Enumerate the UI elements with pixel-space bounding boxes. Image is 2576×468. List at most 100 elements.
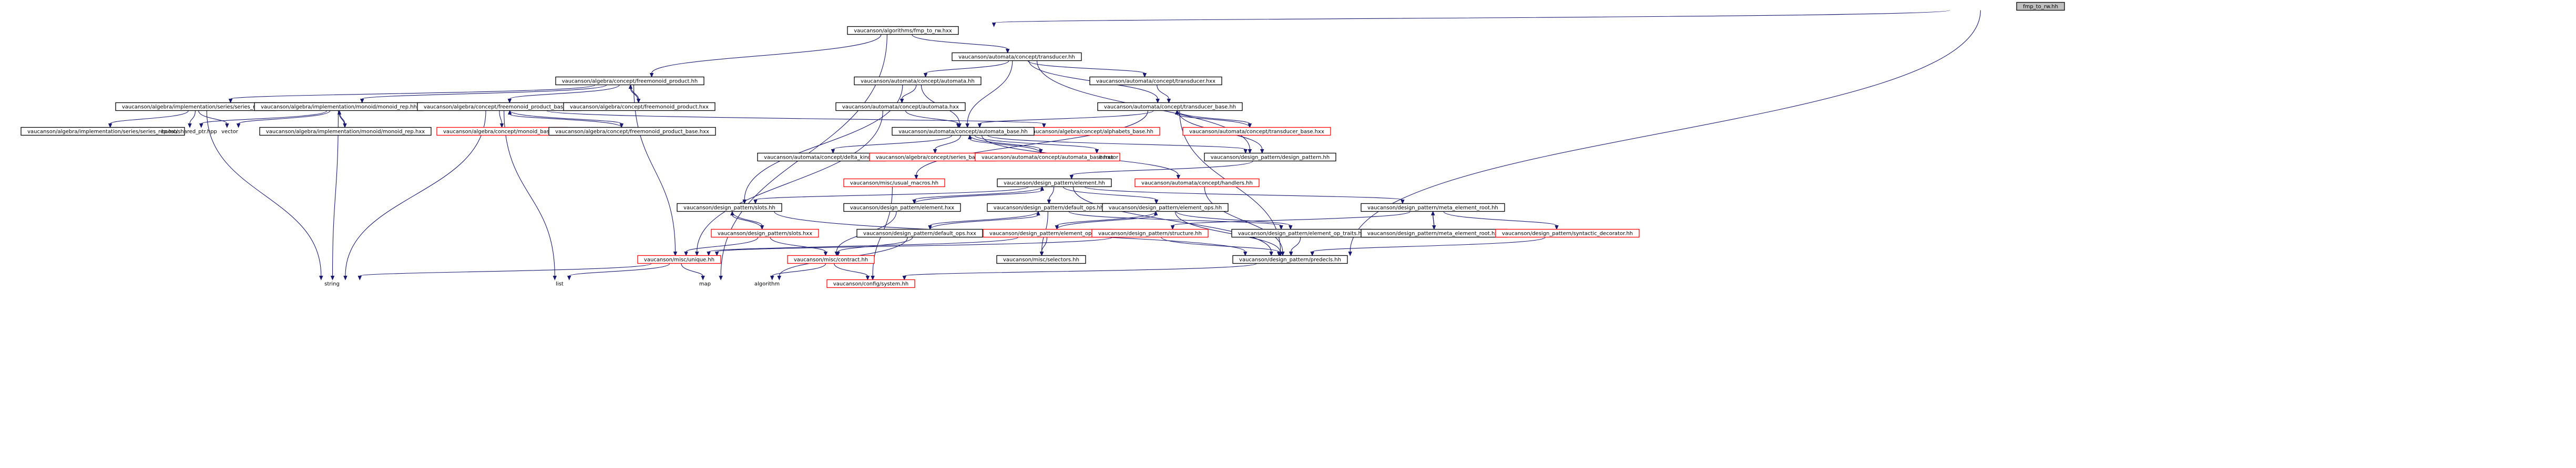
include-edge xyxy=(905,110,960,128)
file-node-vaucanson-misc-selectors-hh[interactable]: vaucanson/misc/selectors.hh xyxy=(996,255,1086,264)
file-node-vaucanson-design-pattern-predecls-hh[interactable]: vaucanson/design_pattern/predecls.hh xyxy=(1232,255,1348,264)
edge-arrowhead xyxy=(1260,149,1264,154)
file-node-vaucanson-misc-usual-macros-hh[interactable]: vaucanson/misc/usual_macros.hh xyxy=(843,178,945,188)
edge-arrowhead xyxy=(673,252,678,256)
file-node-vaucanson-algebra-concept-freemonoid-product-base-hxx[interactable]: vaucanson/algebra/concept/freemonoid_pro… xyxy=(548,127,716,136)
node-label: string xyxy=(324,282,340,287)
file-node-vaucanson-algebra-implementation-monoid-monoid-rep-hh[interactable]: vaucanson/algebra/implementation/monoid/… xyxy=(254,102,424,111)
file-node-vaucanson-design-pattern-structure-hh[interactable]: vaucanson/design_pattern/structure.hh xyxy=(1091,228,1209,238)
edge-arrowhead xyxy=(337,110,342,115)
edge-line xyxy=(935,135,961,150)
edge-line xyxy=(969,138,1041,153)
file-node-vaucanson-design-pattern-element-hxx[interactable]: vaucanson/design_pattern/element.hxx xyxy=(843,203,961,212)
file-node-vaucanson-design-pattern-element-hh[interactable]: vaucanson/design_pattern/element.hh xyxy=(997,178,1112,188)
file-node-vaucanson-algebra-implementation-series-series-rep-hh[interactable]: vaucanson/algebra/implementation/series/… xyxy=(115,102,277,111)
file-node-vaucanson-design-pattern-slots-hxx[interactable]: vaucanson/design_pattern/slots.hxx xyxy=(711,228,819,238)
node-box xyxy=(1204,152,1336,162)
include-edge xyxy=(1055,211,1157,230)
node-box xyxy=(637,255,721,264)
edge-line xyxy=(1027,60,1145,74)
edge-line xyxy=(967,60,1013,124)
include-edge xyxy=(199,110,328,128)
node-label: map xyxy=(699,282,711,287)
file-node-vaucanson-algebra-implementation-monoid-monoid-rep-hxx[interactable]: vaucanson/algebra/implementation/monoid/… xyxy=(259,127,432,136)
file-node-vaucanson-design-pattern-element-op-traits-hh[interactable]: vaucanson/design_pattern/element_op_trai… xyxy=(1231,228,1372,238)
edge-arrowhead xyxy=(199,123,203,128)
file-node-vaucanson-design-pattern-meta-element-root-hxx[interactable]: vaucanson/design_pattern/meta_element_ro… xyxy=(1361,228,1508,238)
edge-line xyxy=(1056,211,1157,226)
edge-line xyxy=(681,263,703,276)
node-label: vaucanson/algebra/concept/monoid_base.hh xyxy=(443,129,561,135)
file-node-vaucanson-algorithms-fmp-to-rw-hxx[interactable]: vaucanson/algorithms/fmp_to_rw.hxx xyxy=(847,26,959,35)
node-box xyxy=(835,102,966,111)
edge-arrowhead xyxy=(1095,149,1099,154)
node-box xyxy=(975,152,1120,162)
node-box xyxy=(563,102,715,111)
file-node-vaucanson-algebra-concept-alphabets-base-hh[interactable]: vaucanson/algebra/concept/alphabets_base… xyxy=(1023,127,1160,136)
edge-line xyxy=(499,110,503,124)
file-node-boost-shared-ptr-hpp: boost/shared_ptr.hpp xyxy=(161,129,217,135)
include-edge xyxy=(1289,237,1301,256)
file-node-vaucanson-automata-concept-transducer-hxx[interactable]: vaucanson/automata/concept/transducer.hx… xyxy=(1089,76,1222,86)
edge-arrowhead xyxy=(914,175,918,180)
edge-arrowhead xyxy=(188,123,192,128)
file-node-vaucanson-automata-concept-transducer-base-hxx[interactable]: vaucanson/automata/concept/transducer_ba… xyxy=(1182,127,1331,136)
include-edge xyxy=(507,85,620,103)
file-node-vaucanson-automata-concept-transducer-base-hh[interactable]: vaucanson/automata/concept/transducer_ba… xyxy=(1097,102,1243,111)
file-node-vaucanson-automata-concept-automata-base-hh[interactable]: vaucanson/automata/concept/automata_base… xyxy=(892,127,1035,136)
edge-line xyxy=(546,110,1045,124)
file-node-vaucanson-algebra-concept-freemonoid-product-hh[interactable]: vaucanson/algebra/concept/freemonoid_pro… xyxy=(555,76,704,86)
edge-line xyxy=(904,263,1257,277)
edge-line xyxy=(1433,215,1435,230)
file-node-vaucanson-automata-concept-automata-hxx[interactable]: vaucanson/automata/concept/automata.hxx xyxy=(835,102,966,111)
file-node-vaucanson-config-system-hh[interactable]: vaucanson/config/system.hh xyxy=(826,279,915,288)
file-node-vaucanson-automata-concept-automata-base-hxx[interactable]: vaucanson/automata/concept/automata_base… xyxy=(975,152,1120,162)
node-label: vaucanson/algebra/concept/freemonoid_pro… xyxy=(424,105,575,110)
include-edge xyxy=(1039,237,1048,256)
file-node-string: string xyxy=(324,282,340,287)
file-node-vaucanson-algebra-implementation-series-series-rep-hxx[interactable]: vaucanson/algebra/implementation/series/… xyxy=(21,127,185,136)
file-node-vaucanson-automata-concept-handlers-hh[interactable]: vaucanson/automata/concept/handlers.hh xyxy=(1134,178,1260,188)
file-node-vaucanson-design-pattern-meta-element-root-hh[interactable]: vaucanson/design_pattern/meta_element_ro… xyxy=(1361,203,1505,212)
edge-arrowhead xyxy=(968,134,972,139)
edge-arrowhead xyxy=(1055,225,1059,230)
file-node-vaucanson-misc-contract-hh[interactable]: vaucanson/misc/contract.hh xyxy=(787,255,875,264)
edge-arrowhead xyxy=(236,123,241,128)
file-node-vaucanson-design-pattern-slots-hh[interactable]: vaucanson/design_pattern/slots.hh xyxy=(677,203,782,212)
edge-arrowhead xyxy=(770,276,774,280)
edge-arrowhead xyxy=(225,123,229,128)
file-node-vaucanson-design-pattern-element-ops-hh[interactable]: vaucanson/design_pattern/element_ops.hh xyxy=(1102,203,1229,212)
include-edge xyxy=(236,110,331,128)
edge-line xyxy=(902,85,917,99)
file-node-vaucanson-misc-unique-hh[interactable]: vaucanson/misc/unique.hh xyxy=(637,255,721,264)
node-box xyxy=(997,178,1112,188)
file-node-vaucanson-automata-concept-delta-kind-hh[interactable]: vaucanson/automata/concept/delta_kind.hh xyxy=(757,152,886,162)
include-edge xyxy=(188,110,196,128)
edge-line xyxy=(916,110,1149,175)
file-node-vaucanson-automata-concept-automata-hh[interactable]: vaucanson/automata/concept/automata.hh xyxy=(854,76,982,86)
edge-arrowhead xyxy=(1243,252,1248,256)
include-edge xyxy=(834,263,870,280)
file-node-vaucanson-automata-concept-transducer-hh[interactable]: vaucanson/automata/concept/transducer.hh xyxy=(952,52,1082,61)
include-edge xyxy=(1072,186,1273,256)
node-box xyxy=(1182,127,1331,136)
node-label: vaucanson/automata/concept/delta_kind.hh xyxy=(764,155,880,161)
edge-line xyxy=(206,110,322,276)
file-node-vaucanson-algebra-concept-monoid-base-hh[interactable]: vaucanson/algebra/concept/monoid_base.hh xyxy=(436,127,568,136)
edge-line xyxy=(345,110,486,276)
edge-line xyxy=(974,135,1097,150)
file-node-vaucanson-algebra-concept-freemonoid-product-base-hh[interactable]: vaucanson/algebra/concept/freemonoid_pro… xyxy=(417,102,581,111)
edge-arrowhead xyxy=(1310,252,1314,256)
file-node-vaucanson-design-pattern-default-ops-hh[interactable]: vaucanson/design_pattern/default_ops.hh xyxy=(987,203,1110,212)
file-node-vaucanson-design-pattern-design-pattern-hh[interactable]: vaucanson/design_pattern/design_pattern.… xyxy=(1204,152,1336,162)
edge-arrowhead xyxy=(730,211,734,215)
file-node-vaucanson-design-pattern-default-ops-hxx[interactable]: vaucanson/design_pattern/default_ops.hxx xyxy=(856,228,983,238)
edge-line xyxy=(201,110,328,124)
file-node-fmp-to-rw-hh[interactable]: fmp_to_rw.hh xyxy=(2016,2,2065,11)
file-node-map: map xyxy=(699,282,711,287)
include-edge xyxy=(1204,186,1285,256)
file-node-vaucanson-design-pattern-syntactic-decorator-hh[interactable]: vaucanson/design_pattern/syntactic_decor… xyxy=(1495,228,1640,238)
file-node-vaucanson-algebra-concept-freemonoid-product-hxx[interactable]: vaucanson/algebra/concept/freemonoid_pro… xyxy=(563,102,715,111)
node-label: vaucanson/design_pattern/meta_element_ro… xyxy=(1367,231,1501,237)
edge-line xyxy=(914,190,1042,204)
